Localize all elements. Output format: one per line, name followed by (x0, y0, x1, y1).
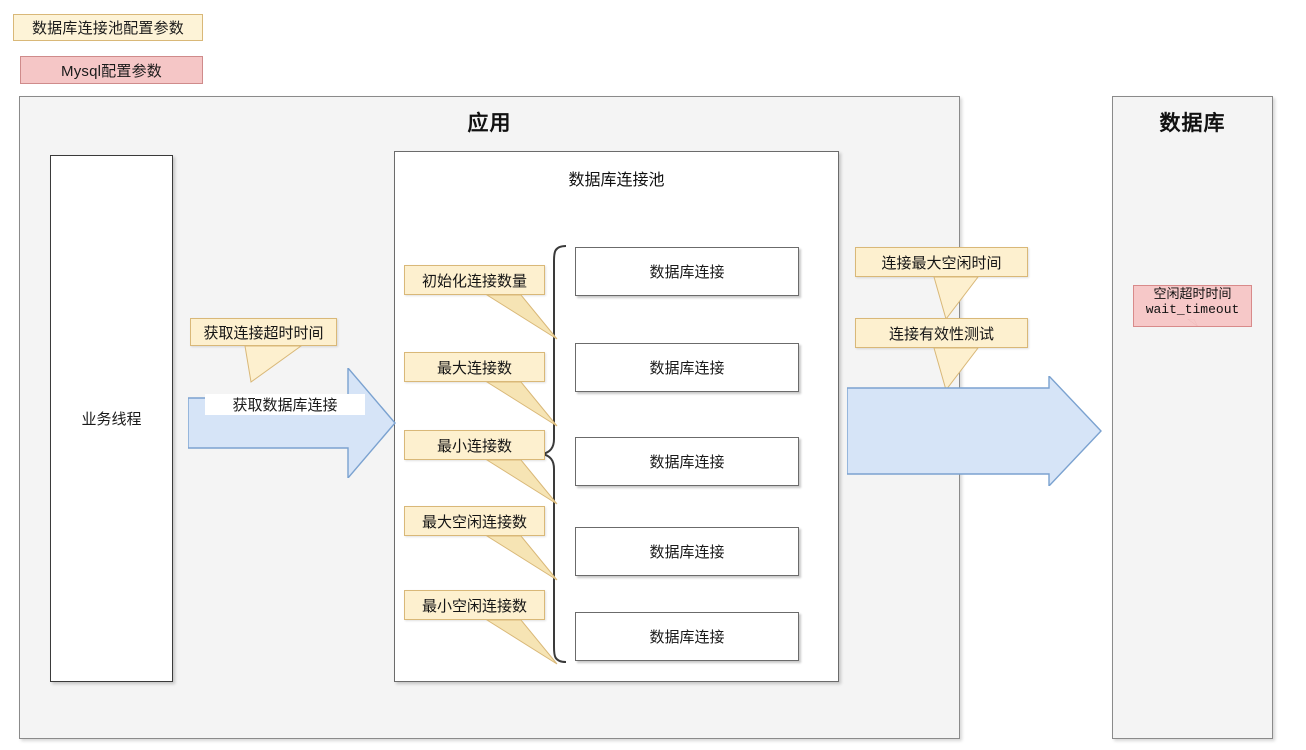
legend-pool-params-label: 数据库连接池配置参数 (31, 20, 184, 37)
connection-pool-title: 数据库连接池 (568, 172, 665, 189)
database-connection-box: 数据库连接 (575, 343, 799, 392)
database-connection-label: 数据库连接 (649, 544, 725, 561)
database-connection-box: 数据库连接 (575, 612, 799, 661)
acquire-connection-arrow-label: 获取数据库连接 (205, 394, 365, 415)
callout-validation-test-label: 连接有效性测试 (888, 325, 994, 343)
acquire-connection-arrow (188, 368, 396, 478)
database-connection-box: 数据库连接 (575, 247, 799, 296)
callout-acquire-timeout: 获取连接超时时间 (190, 318, 337, 383)
callout-validation-test: 连接有效性测试 (855, 318, 1028, 392)
callout-max-connections-label: 最大连接数 (436, 359, 512, 377)
business-thread-label: 业务线程 (81, 411, 142, 428)
legend-mysql-params-label: Mysql配置参数 (61, 62, 162, 80)
callout-max-idle-time-label: 连接最大空闲时间 (881, 254, 1002, 272)
callout-init-connections-label: 初始化连接数量 (421, 272, 527, 290)
callout-wait-timeout-label: 空闲超时时间 (1153, 286, 1232, 301)
application-title: 应用 (467, 112, 512, 135)
pool-to-database-arrow (847, 376, 1102, 486)
callout-acquire-timeout-label: 获取连接超时时间 (203, 324, 324, 342)
database-connection-label: 数据库连接 (649, 360, 725, 377)
callout-wait-timeout: 空闲超时时间 wait_timeout (1133, 285, 1252, 327)
legend-pool-params: 数据库连接池配置参数 (13, 14, 203, 41)
callout-min-idle-connections-label: 最小空闲连接数 (421, 597, 527, 615)
callout-min-connections: 最小连接数 (404, 430, 558, 505)
callout-max-idle-connections-label: 最大空闲连接数 (421, 513, 527, 531)
callout-max-idle-time: 连接最大空闲时间 (855, 247, 1028, 321)
callout-init-connections: 初始化连接数量 (404, 265, 558, 340)
callout-max-idle-connections: 最大空闲连接数 (404, 506, 558, 581)
database-connection-label: 数据库连接 (649, 629, 725, 646)
database-title: 数据库 (1159, 112, 1226, 135)
callout-max-connections: 最大连接数 (404, 352, 558, 427)
database-connection-label: 数据库连接 (649, 264, 725, 281)
callout-wait-timeout-value: wait_timeout (1145, 302, 1240, 318)
business-thread-box: 业务线程 (50, 155, 173, 682)
callout-min-connections-label: 最小连接数 (436, 437, 512, 455)
database-container: 数据库 (1112, 96, 1273, 739)
database-connection-box: 数据库连接 (575, 437, 799, 486)
callout-tail-icon (1187, 318, 1198, 326)
callout-min-idle-connections: 最小空闲连接数 (404, 590, 558, 665)
database-connection-box: 数据库连接 (575, 527, 799, 576)
database-connection-label: 数据库连接 (649, 454, 725, 471)
legend-mysql-params: Mysql配置参数 (20, 56, 203, 84)
